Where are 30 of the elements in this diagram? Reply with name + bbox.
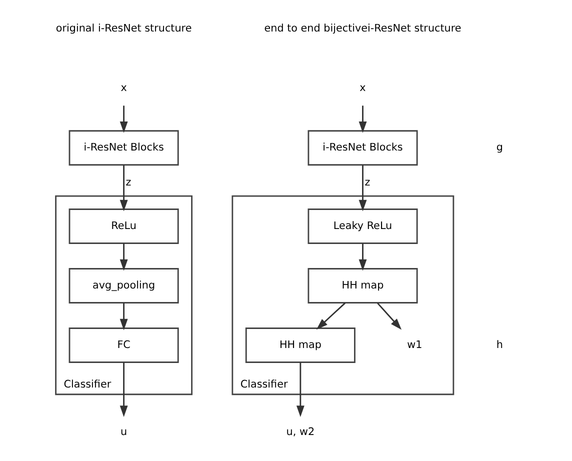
node-box: HH map — [244, 328, 355, 363]
node-box: HH map — [307, 268, 418, 304]
node-text: w1 — [406, 338, 422, 351]
node-box: avg_pooling — [68, 268, 178, 304]
node-text: u, w2 — [286, 426, 314, 438]
label: end to end bijectivei-ResNet structure — [264, 22, 461, 34]
arrow — [358, 244, 366, 271]
node-box: i-ResNet Blocks — [307, 130, 418, 166]
node-box: FC — [68, 328, 178, 363]
node-text: u — [120, 426, 127, 438]
arrow — [358, 106, 366, 133]
arrow — [376, 302, 402, 330]
node-text: x — [359, 82, 366, 94]
arrow — [358, 165, 366, 212]
label: original i-ResNet structure — [55, 22, 192, 34]
arrow — [119, 106, 128, 133]
node-box: Leaky ReLu — [307, 208, 418, 244]
arrow — [316, 302, 346, 330]
arrow — [119, 165, 128, 212]
node-box: ReLu — [68, 208, 178, 244]
node-text: x — [120, 82, 126, 94]
label: g — [496, 142, 503, 154]
edge-label: z — [125, 176, 131, 188]
arrow — [119, 362, 128, 417]
arrow — [119, 244, 128, 271]
edge-label: z — [364, 176, 370, 188]
node-box: i-ResNet Blocks — [68, 130, 178, 166]
label: h — [496, 338, 503, 351]
arrow — [119, 303, 128, 330]
arrow — [296, 362, 304, 417]
